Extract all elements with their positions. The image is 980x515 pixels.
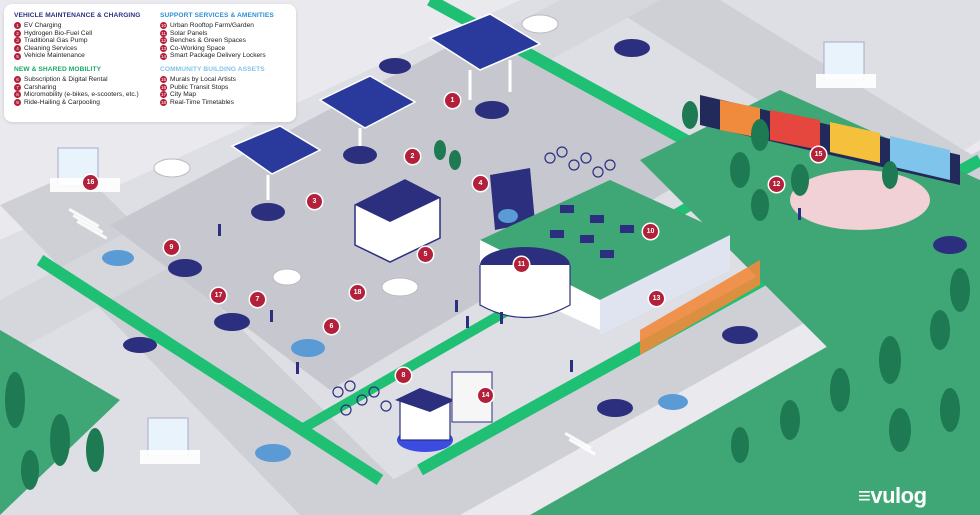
- legend-number: 12: [160, 37, 167, 45]
- legend-section-title: VEHICLE MAINTENANCE & CHARGING: [14, 12, 141, 19]
- legend-number: 8: [14, 91, 21, 99]
- legend-section-title: SUPPORT SERVICES & AMENITIES: [160, 12, 274, 19]
- map-marker-13: 13: [649, 291, 664, 306]
- legend-item-label: Benches & Green Spaces: [170, 37, 246, 45]
- legend-number: 18: [160, 99, 167, 107]
- legend-number: 17: [160, 91, 167, 99]
- legend-number: 4: [14, 45, 21, 53]
- map-marker-4: 4: [473, 176, 488, 191]
- legend-number: 13: [160, 45, 167, 53]
- legend-number: 9: [14, 99, 21, 107]
- legend-number: 5: [14, 52, 21, 60]
- map-marker-10: 10: [643, 224, 658, 239]
- legend-number: 11: [160, 29, 167, 37]
- legend-item-label: Subscription & Digital Rental: [24, 75, 108, 83]
- map-marker-16: 16: [83, 175, 98, 190]
- legend-section-title: COMMUNITY BUILDING ASSETS: [160, 65, 265, 73]
- solar-canopy-1: [428, 13, 542, 100]
- legend-item-label: Carsharing: [24, 83, 57, 91]
- legend-item-label: Solar Panels: [170, 29, 208, 37]
- map-marker-3: 3: [307, 194, 322, 209]
- legend-item-label: Public Transit Stops: [170, 83, 229, 91]
- map-marker-9: 9: [164, 240, 179, 255]
- legend-item-label: Hydrogen Bio-Fuel Cell: [24, 29, 93, 37]
- solar-canopy-3: [230, 125, 322, 200]
- legend-item-label: Smart Package Delivery Lockers: [170, 52, 266, 60]
- park-bottom-right: [530, 260, 980, 515]
- transit-shelter-topright: [816, 41, 876, 88]
- logo-arrows-icon: ≡: [858, 483, 871, 508]
- map-marker-18: 18: [350, 285, 365, 300]
- transit-shelter-bottom: [140, 417, 200, 464]
- map-marker-5: 5: [418, 247, 433, 262]
- map-marker-14: 14: [478, 388, 493, 403]
- legend-number: 1: [14, 22, 21, 30]
- map-marker-1: 1: [445, 93, 460, 108]
- legend-number: 3: [14, 37, 21, 45]
- map-marker-8: 8: [396, 368, 411, 383]
- legend-item-label: Traditional Gas Pump: [24, 37, 88, 45]
- map-marker-12: 12: [769, 177, 784, 192]
- bike-rack: [332, 146, 616, 416]
- legend-item-label: Urban Rooftop Farm/Garden: [170, 22, 254, 29]
- legend-item-label: Ride-Hailing & Carpooling: [24, 98, 100, 106]
- car-navy: [123, 39, 967, 417]
- map-marker-7: 7: [250, 292, 265, 307]
- legend-item-label: Vehicle Maintenance: [24, 52, 85, 60]
- logo-text: vulog: [870, 483, 927, 508]
- map-marker-17: 17: [211, 288, 226, 303]
- legend-number: 6: [14, 76, 21, 84]
- map-marker-2: 2: [405, 149, 420, 164]
- legend-item-label: Real-Time Timetables: [170, 98, 234, 106]
- legend-item-label: City Map: [170, 91, 197, 99]
- legend-item-label: EV Charging: [24, 22, 62, 29]
- legend-number: 16: [160, 83, 167, 91]
- legend-item-label: Cleaning Services: [24, 44, 78, 52]
- legend-item-label: Co-Working Space: [170, 44, 226, 52]
- map-marker-15: 15: [811, 147, 826, 162]
- legend-item-label: Murals by Local Artists: [170, 75, 236, 83]
- legend-number: 7: [14, 83, 21, 91]
- legend-section-title: NEW & SHARED MOBILITY: [14, 65, 102, 73]
- legend-number: 10: [160, 22, 167, 30]
- legend-number: 14: [160, 52, 167, 60]
- map-marker-6: 6: [324, 319, 339, 334]
- vulog-logo: ≡vulog: [858, 483, 927, 509]
- tree-cluster: [5, 101, 970, 490]
- legend-number: 2: [14, 29, 21, 37]
- legend-number: 15: [160, 76, 167, 84]
- map-marker-11: 11: [514, 257, 529, 272]
- legend-item-label: Micromobility (e-bikes, e-scooters, etc.…: [24, 91, 139, 99]
